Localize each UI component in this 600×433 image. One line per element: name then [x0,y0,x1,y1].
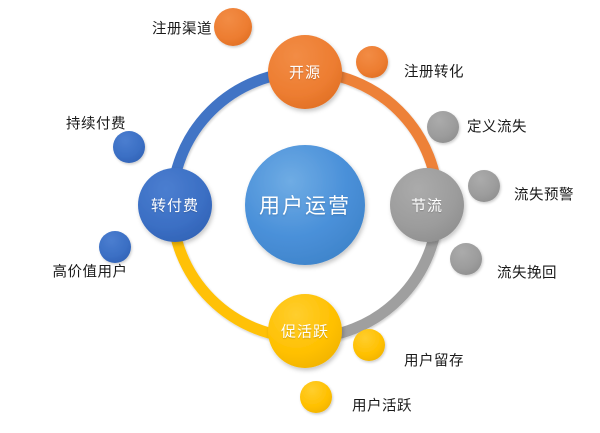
satellite-dot-cuhuoyue-1[interactable] [300,381,332,413]
satellite-dot-kaiyuan-1[interactable] [356,46,388,78]
satellite-dot-zhuanfufei-0[interactable] [113,131,145,163]
satellite-dot-kaiyuan-0[interactable] [214,8,252,46]
satellite-label-kaiyuan-0: 注册渠道 [152,21,212,38]
satellite-dot-zhuanfufei-1[interactable] [99,231,131,263]
satellite-dot-jieliu-1[interactable] [468,170,500,202]
node-circle-kaiyuan[interactable] [268,35,342,109]
center-circle[interactable] [245,145,365,265]
center-node [245,145,365,265]
satellite-label-jieliu-1: 流失预警 [514,187,574,204]
category-nodes [138,35,464,368]
node-circle-zhuanfufei[interactable] [138,168,212,242]
satellite-dot-jieliu-2[interactable] [450,243,482,275]
satellite-label-jieliu-0: 定义流失 [467,119,527,136]
satellite-dots [99,8,500,413]
satellite-dot-jieliu-0[interactable] [427,111,459,143]
satellite-label-cuhuoyue-0: 用户留存 [404,353,464,370]
node-circle-jieliu[interactable] [390,168,464,242]
satellite-label-zhuanfufei-1: 高价值用户 [52,264,128,281]
satellite-label-zhuanfufei-0: 持续付费 [66,116,126,133]
satellite-dot-cuhuoyue-0[interactable] [353,329,385,361]
node-circle-cuhuoyue[interactable] [268,294,342,368]
satellite-label-cuhuoyue-1: 用户活跃 [352,398,412,415]
satellite-label-kaiyuan-1: 注册转化 [404,64,464,81]
satellite-label-jieliu-2: 流失挽回 [497,265,557,282]
